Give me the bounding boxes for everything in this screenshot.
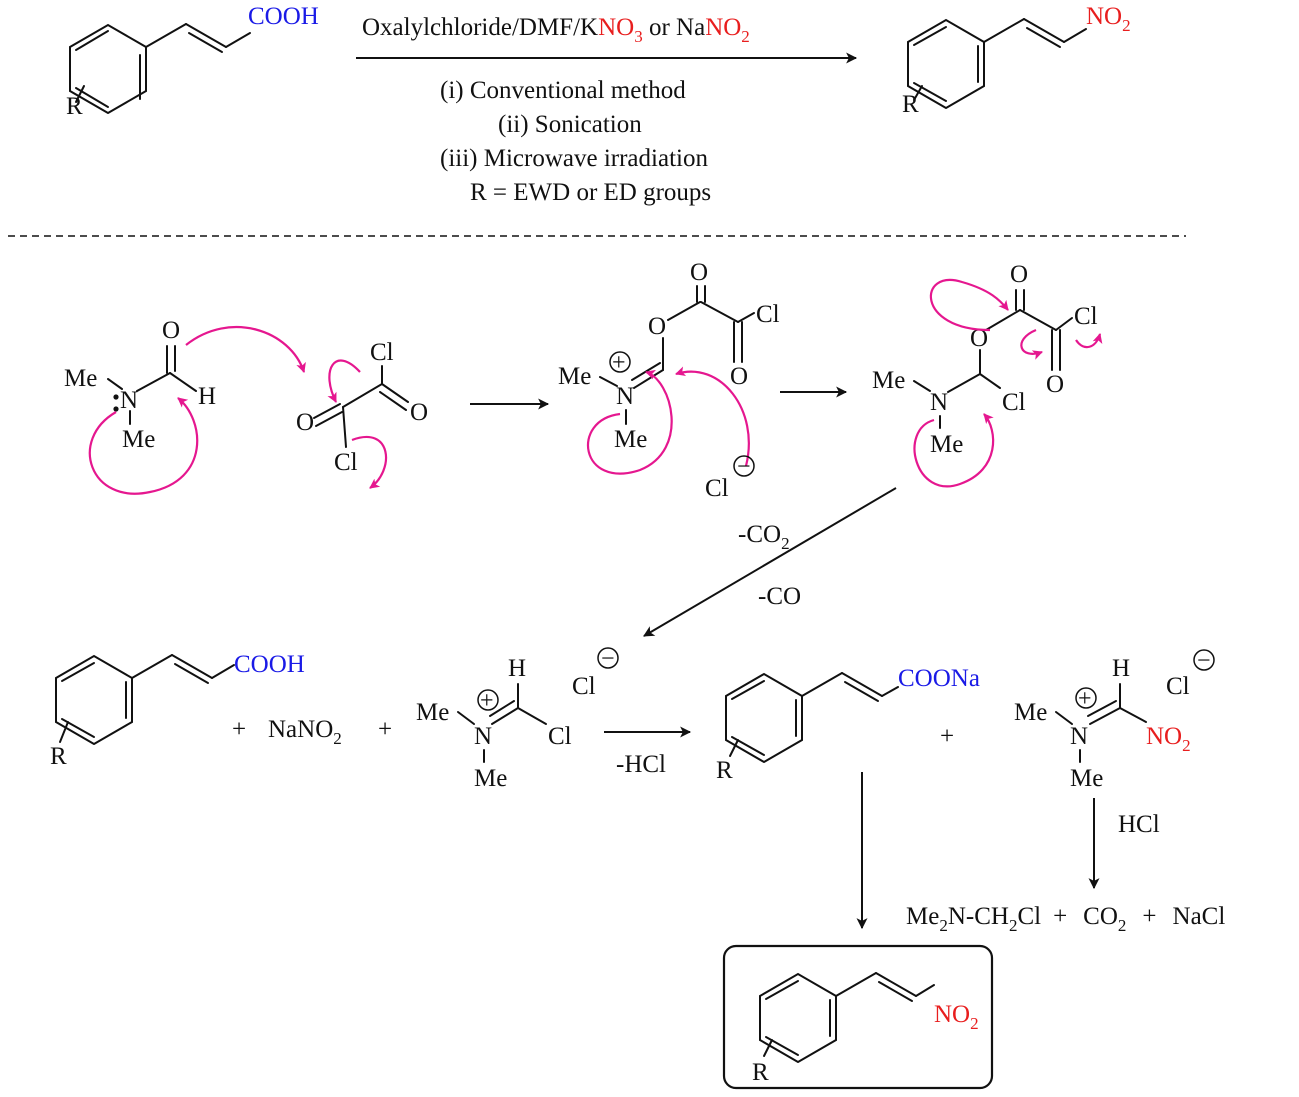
label-me: Me [64,365,97,392]
reactant-nano2: NaNO2 [268,716,342,748]
nitro-iminium: Me N + Me H NO2 [1014,655,1191,792]
top-reactant-cinnamic-acid: COOH R [66,3,319,120]
label-r: R [66,93,83,120]
charge-circle-icon [733,455,755,477]
label-o: O [690,259,708,286]
label-me: Me [930,431,963,458]
final-product-nitrostyrene: NO2 R [752,972,979,1086]
charge-plus: + [612,350,626,376]
charge-plus: + [480,688,494,714]
dmf-molecule: Me N Me O H [64,317,306,495]
label-me: Me [1070,765,1103,792]
label-no2: NO2 [934,1001,979,1033]
label-me: Me [1014,699,1047,726]
loss-co-label: -CO [758,583,801,610]
label-r: R [716,757,733,784]
label-me: Me [614,426,647,453]
charge-minus: − [1197,648,1211,674]
charge-minus: − [737,454,751,480]
curved-electron-arrow-icon [88,397,199,495]
condition-conventional: (i) Conventional method [440,77,686,104]
label-me: Me [474,765,507,792]
charge-minus: − [601,646,615,672]
label-h: H [198,383,216,410]
reagents-line: Oxalylchloride/DMF/KNO3 or NaNO2 [362,14,750,46]
label-h: H [508,655,526,682]
lone-pair-dot [113,394,119,400]
label-coona: COONa [898,665,980,692]
condition-sonication: (ii) Sonication [498,111,642,138]
label-cl: Cl [1166,673,1190,700]
label-n: N [930,389,948,416]
cinnamic-acid-reactant: COOH R [50,651,305,770]
charge-plus: + [1078,686,1092,712]
charge-circle-icon [1193,649,1215,671]
plus-sign: + [940,723,954,750]
curved-electron-arrow-icon [913,413,995,488]
charge-circle-icon [609,351,631,373]
curved-electron-arrow-icon [185,326,306,373]
label-o: O [162,317,180,344]
label-no2: NO2 [1146,723,1191,755]
label-no2: NO2 [1086,3,1131,35]
minus-hcl-label: -HCl [616,751,666,778]
intermediate-chloro-aminal: Me N Me Cl O O Cl O [872,261,1103,488]
label-o: O [648,313,666,340]
label-cl: Cl [370,339,394,366]
curved-electron-arrow-icon [929,279,1009,332]
lone-pair-dot [113,406,119,412]
curved-electron-arrow-icon [675,366,750,467]
label-me: Me [416,699,449,726]
condition-r-groups: R = EWD or ED groups [470,179,711,206]
label-cooh: COOH [234,651,305,678]
label-me: Me [558,363,591,390]
plus-sign: + [232,716,246,743]
intermediate-iminium-oxalate: Me N + Me O O Cl O Cl − [558,259,780,502]
label-n: N [120,387,138,414]
charge-circle-icon [477,689,499,711]
elimination-arrow [643,487,897,637]
curved-electron-arrow-icon [351,436,387,489]
charge-circle-icon [1075,687,1097,709]
charge-circle-icon [597,647,619,669]
label-o: O [970,325,988,352]
label-h: H [1112,655,1130,682]
label-o: O [1046,371,1064,398]
label-me: Me [872,367,905,394]
oxalyl-chloride-molecule: O Cl Cl O [296,339,428,489]
label-cl: Cl [1074,303,1098,330]
label-me: Me [122,426,155,453]
label-cl: Cl [705,475,729,502]
curved-electron-arrow-icon [327,359,361,403]
label-cl: Cl [1002,389,1026,416]
label-r: R [50,743,67,770]
label-r: R [902,91,919,118]
label-cl: Cl [572,673,596,700]
plus-sign: + [378,716,392,743]
sodium-cinnamate: COONa R [716,665,980,784]
curved-electron-arrow-icon [586,369,673,475]
label-o: O [410,399,428,426]
label-o: O [1010,261,1028,288]
label-cl: Cl [334,449,358,476]
condition-microwave: (iii) Microwave irradiation [440,145,708,172]
loss-co2-label: -CO2 [738,521,790,553]
final-product-box [722,944,994,1090]
curved-electron-arrow-icon [1020,328,1043,360]
label-o: O [730,363,748,390]
label-n: N [616,383,634,410]
top-product-nitrostyrene: NO2 R [902,3,1131,118]
label-r: R [752,1059,769,1086]
label-cl: Cl [756,301,780,328]
vilsmeier-reagent: Me N + Me H Cl [416,655,572,792]
label-n: N [474,723,492,750]
label-n: N [1070,723,1088,750]
curved-electron-arrow-icon [1075,333,1103,349]
byproducts-line: Me2N-CH2Cl+CO2+NaCl [906,903,1225,935]
label-cl: Cl [548,723,572,750]
label-cooh: COOH [248,3,319,30]
hcl-label: HCl [1118,811,1160,838]
label-o: O [296,409,314,436]
